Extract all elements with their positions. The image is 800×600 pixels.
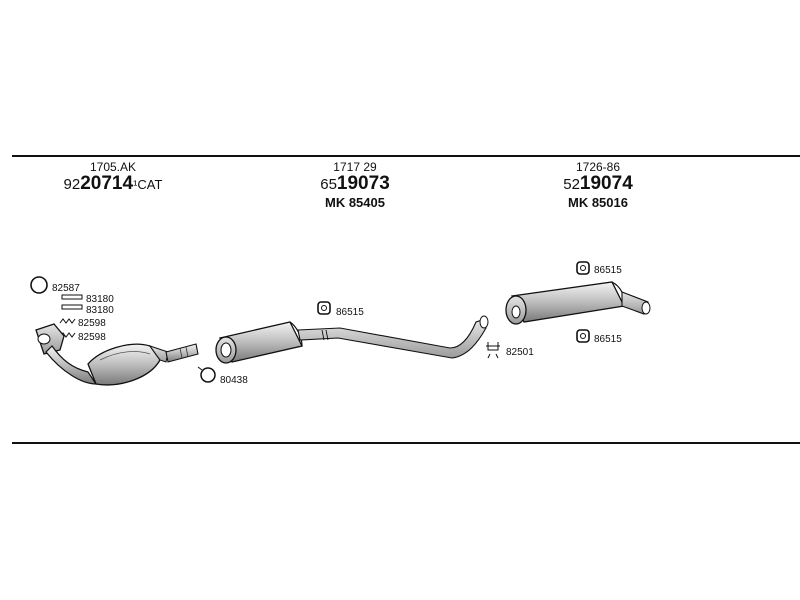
rear-silencer-ref: 1726-86 [575, 160, 621, 174]
ring-gasket-icon [30, 276, 48, 294]
label-82598-b: 82598 [78, 332, 106, 343]
catalyst-ref: 1705.AK [89, 160, 137, 174]
label-83180-a: 83180 [86, 294, 114, 305]
catalytic-converter-icon [35, 323, 199, 386]
bottom-divider [12, 442, 800, 444]
front-silencer-icon [215, 321, 303, 364]
top-divider [12, 155, 800, 157]
catalyst-part-number: 9220714¹CAT [63, 173, 163, 194]
middle-pipe-icon [297, 315, 489, 359]
rear-silencer-mk: MK 85016 [568, 195, 628, 210]
rear-silencer-icon [505, 281, 651, 325]
rubber-mount-top-icon [576, 261, 590, 275]
label-82501: 82501 [506, 347, 534, 358]
label-86515-top: 86515 [594, 265, 622, 276]
label-86515-mid: 86515 [336, 307, 364, 318]
label-80438: 80438 [220, 375, 248, 386]
section-catalyst: 1705.AK 9220714¹CAT [28, 160, 198, 195]
front-silencer-ref: 1717 29 [333, 160, 377, 174]
section-front-silencer: 1717 29 6519073 MK 85405 [270, 160, 440, 211]
front-silencer-mk: MK 85405 [325, 195, 385, 210]
rear-silencer-part-number: 5219074 [563, 173, 633, 194]
label-83180-b: 83180 [86, 305, 114, 316]
bolt-icon [61, 294, 83, 310]
label-86515-bottom: 86515 [594, 334, 622, 345]
label-82598-a: 82598 [78, 318, 106, 329]
label-82587: 82587 [52, 283, 80, 294]
rubber-mount-bottom-icon [576, 329, 590, 343]
rubber-mount-icon [317, 301, 331, 315]
clamp-icon [197, 366, 216, 383]
section-rear-silencer: 1726-86 5219074 MK 85016 [513, 160, 683, 211]
front-silencer-part-number: 6519073 [320, 173, 390, 194]
u-clamp-icon [486, 342, 500, 359]
